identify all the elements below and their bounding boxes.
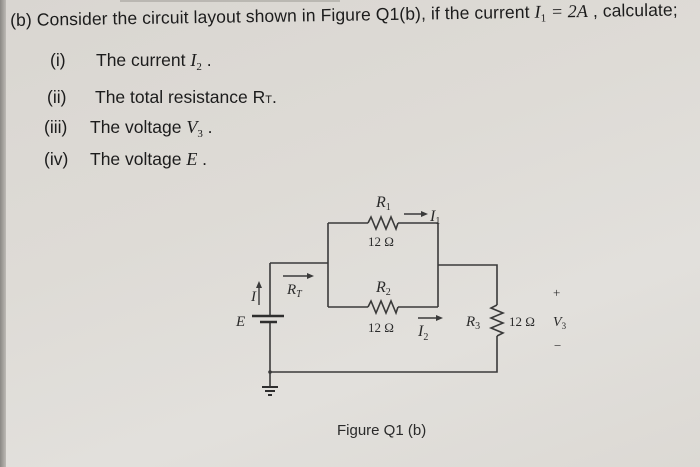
figure-caption: Figure Q1 (b) <box>337 422 427 439</box>
r2-label: R2 <box>375 279 391 298</box>
battery-icon <box>252 314 284 324</box>
item-ii: (ii) The total resistance RT. <box>47 87 277 108</box>
item-symbol: I2 <box>190 50 202 73</box>
item-iv: (iv) The voltage E . <box>44 149 207 170</box>
r3-value: 12 Ω <box>509 314 535 329</box>
page-shadow <box>120 0 340 2</box>
item-end: . <box>197 149 208 169</box>
resistor-r3-icon <box>488 304 506 337</box>
resistor-r2-icon <box>367 298 399 316</box>
wire-right <box>438 264 498 305</box>
item-number: (ii) <box>47 87 67 107</box>
item-text: The voltage <box>90 149 187 169</box>
item-number: (iii) <box>44 117 68 137</box>
item-number: (i) <box>50 50 66 70</box>
item-text: The total resistance R <box>95 87 266 107</box>
item-number: (iv) <box>44 149 69 169</box>
item-end: . <box>271 87 277 107</box>
v3-label: V3 <box>553 315 567 331</box>
e-label: E <box>235 314 245 330</box>
i2-label: I2 <box>417 323 428 343</box>
r1-value: 12 Ω <box>368 234 394 249</box>
item-text: The current <box>96 50 191 70</box>
item-subscript: T <box>265 94 272 106</box>
wire-bottom <box>270 336 498 373</box>
resistor-r1-icon <box>367 214 399 232</box>
ground-icon <box>262 386 278 396</box>
item-end: . <box>201 50 212 70</box>
v3-plus: + <box>553 285 560 300</box>
r2-value: 12 Ω <box>368 320 394 335</box>
item-iii: (iii) The voltage V3 . <box>44 117 213 140</box>
item-end: . <box>202 117 213 137</box>
item-symbol: E <box>186 149 198 169</box>
item-i: (i) The current I2 . <box>50 50 212 73</box>
v3-minus: − <box>554 338 561 353</box>
page-edge <box>0 0 6 467</box>
item-text: The voltage <box>90 117 187 137</box>
item-symbol: V3 <box>186 117 203 140</box>
junction-dot <box>268 370 272 374</box>
i-label: I <box>250 289 257 305</box>
r1-label: R1 <box>375 194 391 213</box>
rt-label: RT <box>286 282 303 300</box>
i1-label: I1 <box>429 208 440 227</box>
r3-label: R3 <box>465 314 480 332</box>
